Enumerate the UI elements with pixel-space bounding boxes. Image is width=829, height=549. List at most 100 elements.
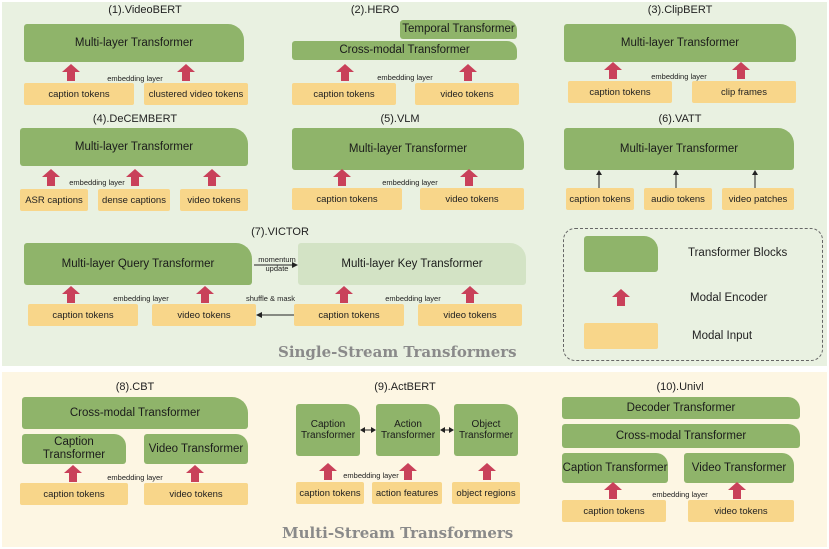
modal-encoder-arrow-icon	[728, 482, 746, 499]
legend-input-label: Modal Input	[692, 330, 753, 342]
embedding-layer-label: embedding layer	[651, 72, 707, 81]
clip-frames: clip frames	[692, 81, 796, 103]
legend-encoder-arrow-icon	[612, 289, 630, 306]
legend-blocks-label: Transformer Blocks	[688, 247, 788, 259]
modal-encoder-arrow-icon	[62, 286, 80, 303]
action-features: action features	[372, 482, 442, 504]
modal-encoder-arrow-icon	[604, 62, 622, 79]
caption-tokens: caption tokens	[292, 83, 396, 105]
video-tokens: video tokens	[418, 304, 522, 326]
cbt-cross-modal-transformer: Cross-modal Transformer	[22, 397, 248, 429]
modal-encoder-arrow-icon	[186, 465, 204, 482]
cbt-title: (8).CBT	[115, 381, 155, 393]
caption-tokens: caption tokens	[20, 483, 128, 505]
univl-caption-transformer: Caption Transformer	[562, 453, 668, 483]
actbert-action-transformer: Action Transformer	[376, 404, 440, 456]
video-tokens: video tokens	[688, 500, 794, 522]
embedding-layer-label: embedding layer	[377, 73, 433, 82]
univl-video-transformer: Video Transformer	[684, 453, 794, 483]
modal-encoder-arrow-icon	[196, 286, 214, 303]
modal-encoder-arrow-icon	[319, 463, 337, 480]
update-label: update	[265, 264, 289, 273]
caption-tokens: caption tokens	[28, 304, 138, 326]
videobert-title: (1).VideoBERT	[108, 4, 182, 16]
caption-tokens: caption tokens	[296, 482, 364, 504]
audio-tokens: audio tokens	[644, 188, 712, 210]
actbert-title: (9).ActBERT	[374, 381, 436, 393]
video-patches: video patches	[722, 188, 794, 210]
caption-tokens: caption tokens	[292, 188, 402, 210]
modal-encoder-arrow-icon	[203, 169, 221, 186]
legend-encoder-label: Modal Encoder	[690, 292, 768, 304]
encoder-arrow-icon	[673, 170, 679, 188]
clustered-video-tokens: clustered video tokens	[144, 83, 248, 105]
embedding-layer-label: embedding layer	[652, 490, 708, 499]
video-tokens: video tokens	[415, 83, 519, 105]
encoder-arrow-icon	[752, 170, 758, 188]
modal-encoder-arrow-icon	[333, 169, 351, 186]
embedding-layer-label: embedding layer	[107, 74, 163, 83]
modal-encoder-arrow-icon	[604, 482, 622, 499]
object-regions: object regions	[452, 482, 520, 504]
vlm-title: (5).VLM	[380, 113, 420, 125]
victor-key-transformer: Multi-layer Key Transformer	[298, 243, 526, 285]
video-tokens: video tokens	[152, 304, 256, 326]
univl-decoder-transformer: Decoder Transformer	[562, 397, 800, 419]
single-stream-panel	[2, 2, 827, 366]
hero-cross-modal-transformer: Cross-modal Transformer	[292, 41, 517, 60]
modal-encoder-arrow-icon	[335, 286, 353, 303]
vlm-transformer-block: Multi-layer Transformer	[292, 128, 524, 170]
univl-cross-modal-transformer: Cross-modal Transformer	[562, 424, 800, 448]
caption-tokens: caption tokens	[24, 83, 134, 105]
bidirectional-arrow-icon	[360, 427, 376, 433]
modal-encoder-arrow-icon	[459, 64, 477, 81]
hero-title: (2).HERO	[350, 4, 400, 16]
victor-query-transformer: Multi-layer Query Transformer	[24, 243, 252, 285]
shuffle-mask-label: shuffle & mask	[246, 294, 296, 303]
caption-tokens: caption tokens	[568, 81, 672, 103]
shuffle-arrow-icon	[256, 312, 294, 318]
modal-encoder-arrow-icon	[177, 64, 195, 81]
modal-encoder-arrow-icon	[42, 169, 60, 186]
momentum-arrow-icon	[254, 262, 298, 268]
hero-temporal-transformer: Temporal Transformer	[400, 20, 517, 39]
momentum-label: momentum	[258, 255, 296, 264]
vatt-title: (6).VATT	[658, 113, 702, 125]
cbt-caption-transformer: Caption Transformer	[22, 434, 126, 464]
single-stream-heading: Single-Stream Transformers	[278, 343, 517, 361]
embedding-layer-label: embedding layer	[385, 294, 441, 303]
legend-block-swatch	[584, 236, 658, 272]
modal-encoder-arrow-icon	[64, 465, 82, 482]
vatt-transformer-block: Multi-layer Transformer	[564, 128, 794, 170]
embedding-layer-label: embedding layer	[343, 471, 399, 480]
modal-encoder-arrow-icon	[460, 169, 478, 186]
clipbert-transformer-block: Multi-layer Transformer	[564, 24, 796, 62]
caption-tokens: caption tokens	[294, 304, 404, 326]
modal-encoder-arrow-icon	[336, 64, 354, 81]
embedding-layer-label: embedding layer	[107, 473, 163, 482]
modal-encoder-arrow-icon	[461, 286, 479, 303]
embedding-layer-label: embedding layer	[382, 178, 438, 187]
embedding-layer-label: embedding layer	[113, 294, 169, 303]
dense-captions: dense captions	[98, 189, 170, 211]
video-tokens: video tokens	[144, 483, 248, 505]
victor-title: (7).VICTOR	[251, 226, 309, 238]
modal-encoder-arrow-icon	[478, 463, 496, 480]
asr-captions: ASR captions	[20, 189, 88, 211]
videobert-transformer-block: Multi-layer Transformer	[24, 24, 244, 62]
multi-stream-heading: Multi-Stream Transformers	[282, 524, 514, 542]
encoder-arrow-icon	[596, 170, 602, 188]
video-tokens: video tokens	[420, 188, 524, 210]
video-tokens: video tokens	[180, 189, 248, 211]
caption-tokens: caption tokens	[562, 500, 666, 522]
univl-title: (10).Univl	[656, 381, 704, 393]
bidirectional-arrow-icon	[440, 427, 454, 433]
embedding-layer-label: embedding layer	[69, 178, 125, 187]
legend-input-swatch	[584, 323, 658, 349]
decembert-transformer-block: Multi-layer Transformer	[20, 128, 248, 166]
actbert-object-transformer: Object Transformer	[454, 404, 518, 456]
modal-encoder-arrow-icon	[732, 62, 750, 79]
modal-encoder-arrow-icon	[62, 64, 80, 81]
legend-box	[563, 228, 823, 361]
cbt-video-transformer: Video Transformer	[144, 434, 248, 464]
